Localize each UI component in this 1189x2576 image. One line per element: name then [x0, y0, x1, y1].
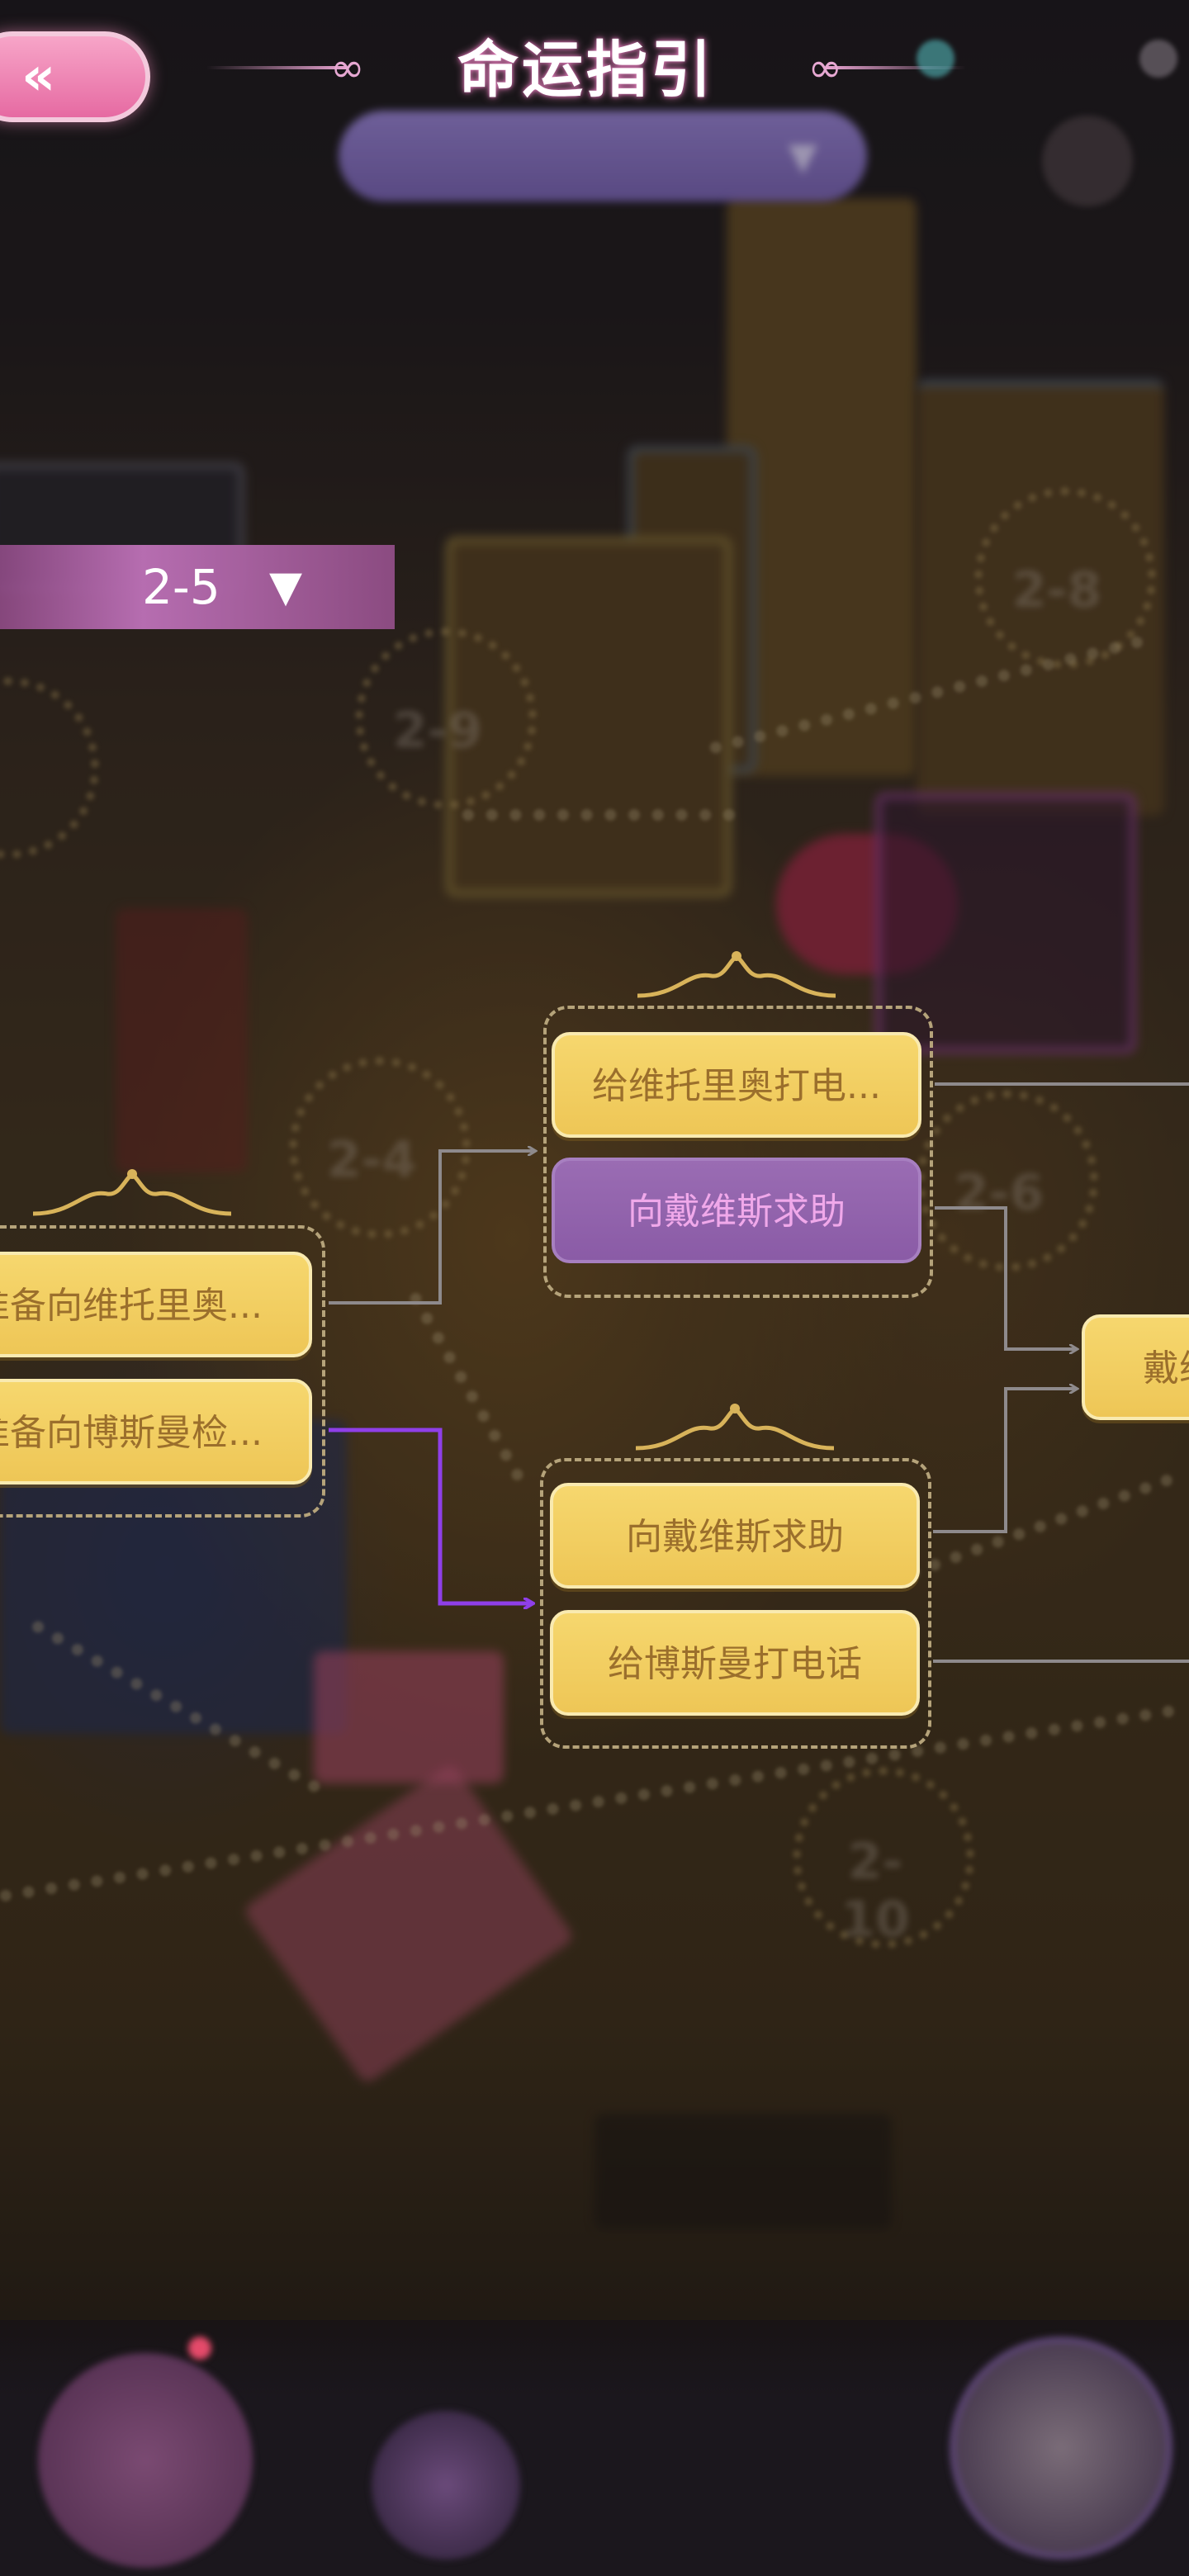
gem-icon [917, 40, 955, 78]
crown-ornament-icon [32, 1169, 232, 1216]
choice-button[interactable]: 向戴维斯求助 [550, 1483, 920, 1589]
crown-ornament-icon [635, 1404, 835, 1451]
connector-line [935, 1206, 1077, 1349]
bottom-bar [0, 2320, 1189, 2576]
choice-button-selected[interactable]: 向戴维斯求助 [552, 1158, 921, 1263]
connector-line [329, 1151, 535, 1305]
chevron-down-icon: ▼ [788, 134, 817, 178]
choice-button[interactable]: 给维托里奥打电... [552, 1032, 921, 1138]
crown-ornament-icon [637, 951, 836, 998]
choice-button[interactable]: 给博斯曼打电话 [550, 1610, 920, 1716]
selected-connector-line [329, 1428, 532, 1603]
choice-button[interactable]: 准备向维托里奥... [0, 1252, 312, 1357]
currency-display [917, 33, 1181, 83]
chapter-tag-label: 2-5 [142, 559, 220, 615]
choice-button[interactable]: 戴维 [1082, 1314, 1189, 1420]
chapter-dropdown: ▼ [339, 111, 867, 201]
chapter-filter-tag[interactable]: 2-5 ▼ [0, 545, 395, 629]
left-swirl-ornament-icon: ∞ [330, 44, 365, 92]
page-title: 命运指引 [457, 35, 715, 106]
back-button[interactable]: « [0, 31, 150, 122]
choice-group [540, 1458, 931, 1749]
storybook-button [38, 2353, 253, 2568]
choice-group [0, 1225, 325, 1518]
magic-wand-button [372, 2411, 520, 2559]
triangle-down-icon: ▼ [269, 562, 302, 612]
connector-line [933, 1389, 1077, 1533]
choice-button[interactable]: 准备向博斯曼检... [0, 1379, 312, 1485]
character-avatar [950, 2337, 1172, 2559]
title-banner: ∞ ∞ 命运指引 [198, 25, 974, 116]
add-currency-icon [1139, 40, 1177, 78]
double-chevron-left-icon: « [21, 46, 56, 107]
notification-dot [188, 2337, 211, 2360]
choice-group [543, 1006, 933, 1298]
title-left-line [206, 66, 347, 69]
right-swirl-ornament-icon: ∞ [808, 44, 842, 92]
hint-button [1042, 116, 1133, 206]
